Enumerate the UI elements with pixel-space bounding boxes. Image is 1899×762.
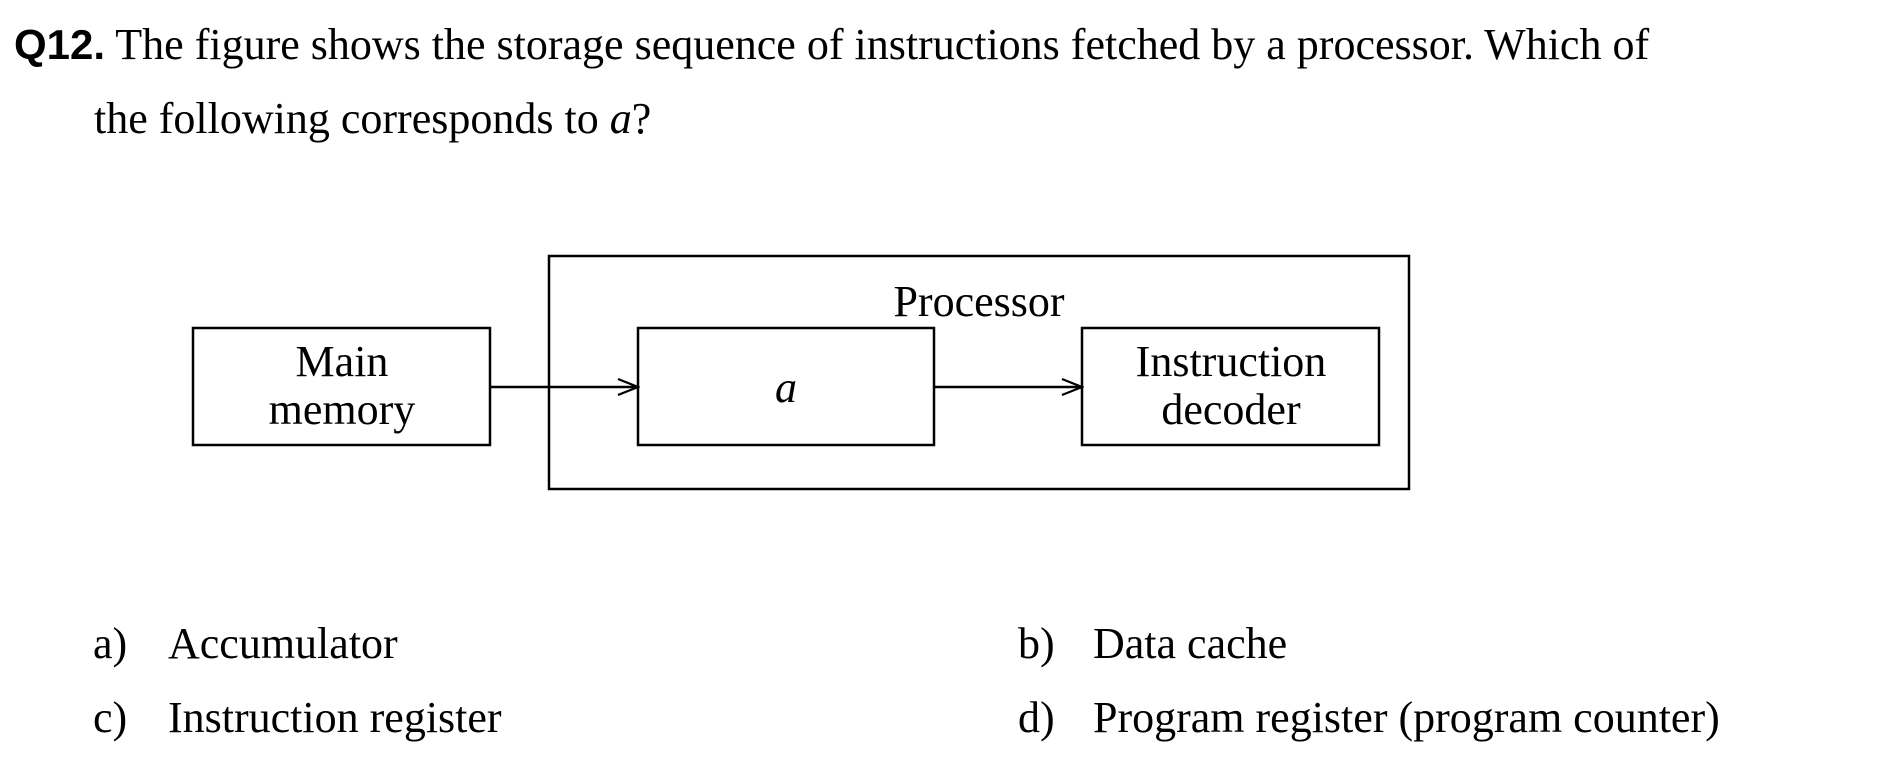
option-b-letter: b) xyxy=(1018,619,1055,668)
main-memory-label-line2: memory xyxy=(269,385,416,434)
question-line-2: the following corresponds to a? xyxy=(14,82,1884,156)
option-c-text: Instruction register xyxy=(168,693,502,742)
question-text: Q12. The figure shows the storage sequen… xyxy=(14,8,1884,156)
main-memory-label-line1: Main xyxy=(296,337,389,386)
instruction-decoder-label-line2: decoder xyxy=(1161,385,1301,434)
option-b[interactable]: b) Data cache xyxy=(1018,614,1287,674)
question-line-1: Q12. The figure shows the storage sequen… xyxy=(14,8,1884,82)
option-c[interactable]: c) Instruction register xyxy=(93,688,502,748)
option-a-letter: a) xyxy=(93,619,128,668)
option-c-letter: c) xyxy=(93,693,128,742)
question-line-1-text: The figure shows the storage sequence of… xyxy=(115,20,1650,69)
processor-label: Processor xyxy=(893,277,1064,326)
processor-box xyxy=(547,254,1411,491)
unknown-a-label: a xyxy=(775,363,797,412)
option-d[interactable]: d) Program register (program counter) xyxy=(1018,688,1720,748)
option-a[interactable]: a) Accumulator xyxy=(93,614,398,674)
question-number: Q12. xyxy=(14,21,106,68)
instruction-decoder-label-line1: Instruction xyxy=(1136,337,1327,386)
question-line-2-pre: the following corresponds to xyxy=(94,94,610,143)
option-d-letter: d) xyxy=(1018,693,1055,742)
option-a-text: Accumulator xyxy=(168,619,398,668)
question-variable: a xyxy=(609,94,632,143)
question-line-2-post: ? xyxy=(631,94,652,143)
option-d-text: Program register (program counter) xyxy=(1093,693,1720,742)
option-b-text: Data cache xyxy=(1093,619,1288,668)
